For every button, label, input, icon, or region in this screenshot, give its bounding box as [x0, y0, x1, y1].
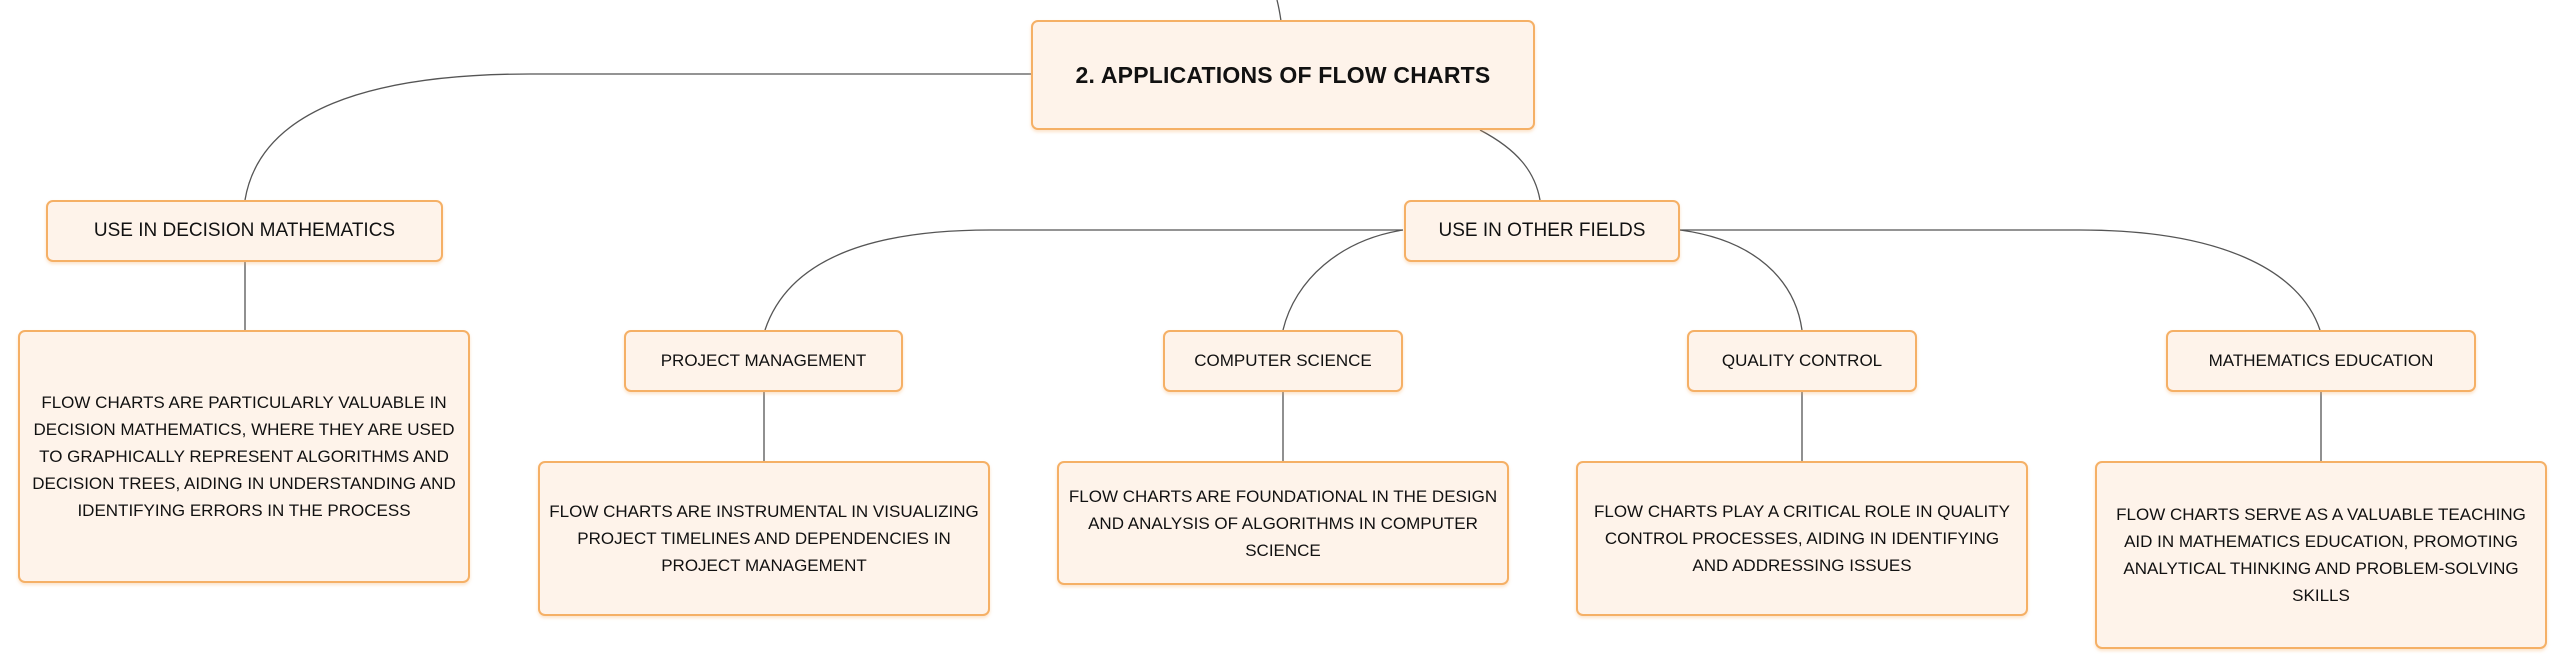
other-fields-node[interactable]: USE IN OTHER FIELDS	[1404, 200, 1680, 262]
root-topic-label: 2. APPLICATIONS OF FLOW CHARTS	[1075, 61, 1491, 88]
connector-other-fields-to-quality-control	[1679, 229, 1803, 331]
decision-math-label: USE IN DECISION MATHEMATICS	[93, 220, 396, 241]
quality-control-node[interactable]: QUALITY CONTROL	[1687, 330, 1917, 392]
connector-root-to-other-fields	[1479, 129, 1541, 201]
other-fields-label: USE IN OTHER FIELDS	[1438, 220, 1646, 241]
connector-other-fields-to-computer-science	[1282, 229, 1404, 331]
decision-math-description-node[interactable]: FLOW CHARTS ARE PARTICULARLY VALUABLE IN…	[18, 330, 470, 583]
quality-control-label: QUALITY CONTROL	[1721, 351, 1883, 370]
project-management-label: PROJECT MANAGEMENT	[660, 351, 867, 370]
decision-math-node[interactable]: USE IN DECISION MATHEMATICS	[46, 200, 443, 262]
connector-parent-to-root	[1276, 0, 1282, 22]
decision-math-description: FLOW CHARTS ARE PARTICULARLY VALUABLE IN…	[32, 393, 456, 520]
root-topic-node[interactable]: 2. APPLICATIONS OF FLOW CHARTS	[1031, 20, 1535, 130]
computer-science-node[interactable]: COMPUTER SCIENCE	[1163, 330, 1403, 392]
mathematics-education-description: FLOW CHARTS SERVE AS A VALUABLE TEACHING…	[2116, 505, 2526, 605]
project-management-node[interactable]: PROJECT MANAGEMENT	[624, 330, 903, 392]
computer-science-description: FLOW CHARTS ARE FOUNDATIONAL IN THE DESI…	[1068, 486, 1498, 560]
mathematics-education-label: MATHEMATICS EDUCATION	[2208, 351, 2434, 370]
computer-science-label: COMPUTER SCIENCE	[1194, 351, 1372, 370]
quality-control-description: FLOW CHARTS PLAY A CRITICAL ROLE IN QUAL…	[1594, 502, 2010, 575]
project-management-description: FLOW CHARTS ARE INSTRUMENTAL IN VISUALIZ…	[549, 502, 979, 575]
mathematics-education-node[interactable]: MATHEMATICS EDUCATION	[2166, 330, 2476, 392]
project-management-description-node[interactable]: FLOW CHARTS ARE INSTRUMENTAL IN VISUALIZ…	[538, 461, 990, 616]
mathematics-education-description-node[interactable]: FLOW CHARTS SERVE AS A VALUABLE TEACHING…	[2095, 461, 2547, 649]
connector-other-fields-to-mathematics-education	[1680, 229, 2321, 331]
computer-science-description-node[interactable]: FLOW CHARTS ARE FOUNDATIONAL IN THE DESI…	[1057, 461, 1509, 585]
connector-root-to-decision-math	[244, 73, 1032, 201]
quality-control-description-node[interactable]: FLOW CHARTS PLAY A CRITICAL ROLE IN QUAL…	[1576, 461, 2028, 616]
connector-other-fields-to-project-management	[764, 229, 1403, 331]
